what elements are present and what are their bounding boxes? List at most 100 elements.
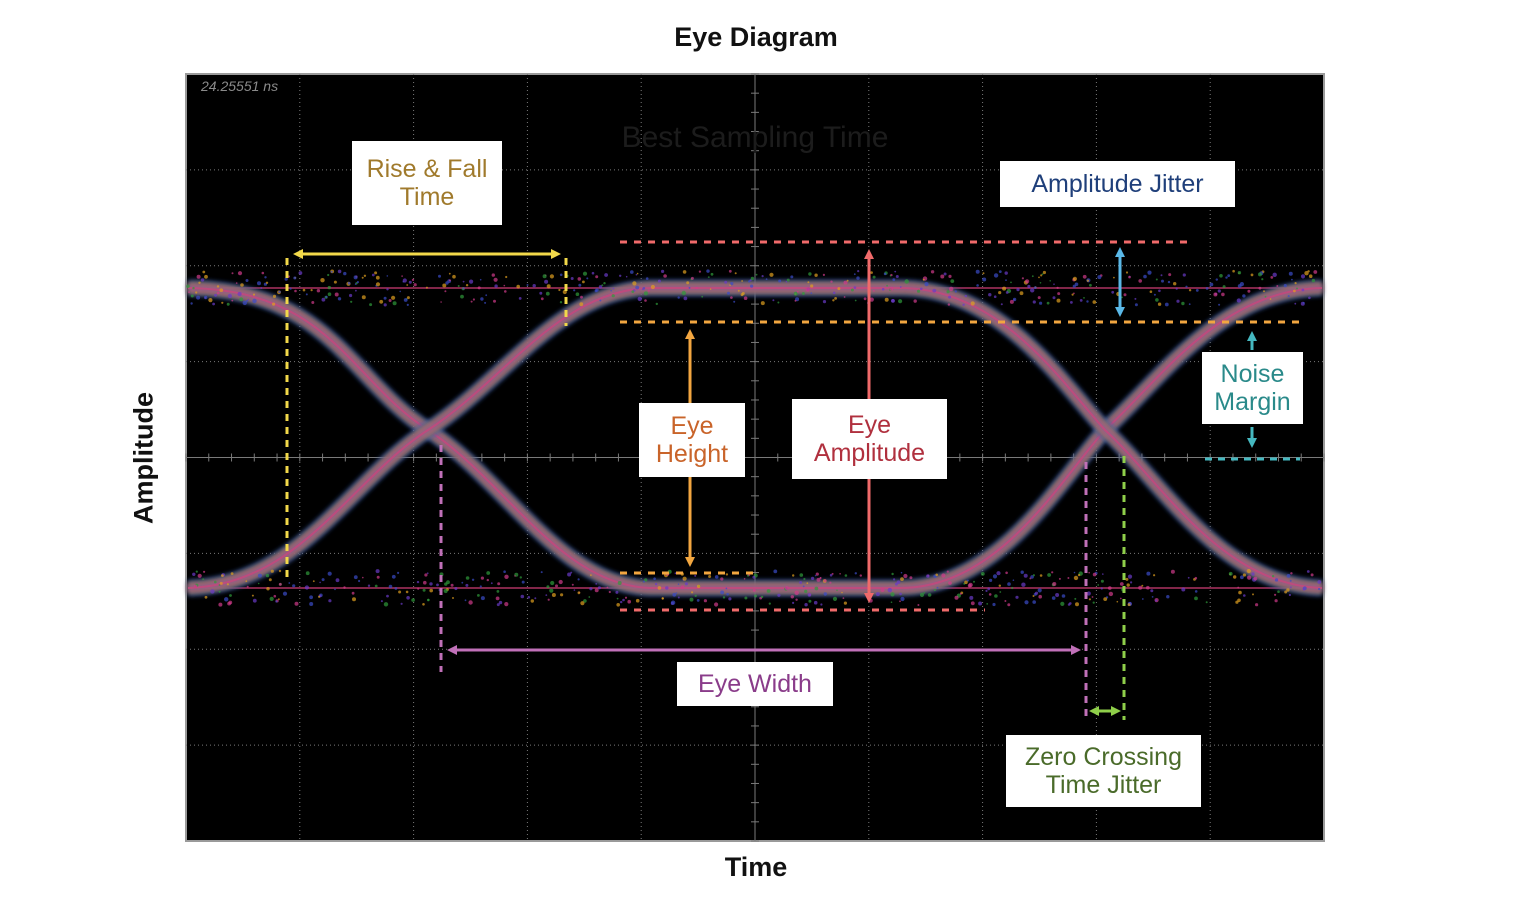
noise-speckle xyxy=(883,272,887,276)
noise-speckle xyxy=(1032,600,1036,604)
noise-speckle xyxy=(361,295,366,300)
noise-speckle xyxy=(190,302,193,305)
noise-speckle xyxy=(351,591,355,595)
noise-speckle xyxy=(857,270,860,273)
noise-speckle xyxy=(388,584,393,589)
eye-width-text: Eye Width xyxy=(698,670,812,698)
noise-speckle xyxy=(1002,286,1007,291)
noise-speckle xyxy=(653,577,656,580)
noise-speckle xyxy=(922,278,925,281)
noise-speckle xyxy=(670,600,676,605)
noise-speckle xyxy=(1052,582,1057,586)
noise-speckle xyxy=(577,277,582,281)
noise-speckle xyxy=(943,272,947,276)
noise-speckle xyxy=(967,583,972,588)
noise-speckle xyxy=(343,271,347,276)
noise-speckle xyxy=(1005,279,1007,281)
noise-speckle xyxy=(1209,282,1214,287)
noise-speckle xyxy=(854,572,857,575)
noise-speckle xyxy=(1294,302,1297,305)
noise-speckle xyxy=(1147,270,1152,275)
noise-speckle xyxy=(219,288,224,293)
noise-speckle xyxy=(946,570,949,573)
noise-speckle xyxy=(768,602,771,605)
noise-speckle xyxy=(1313,270,1318,274)
noise-speckle xyxy=(247,298,250,301)
noise-speckle xyxy=(850,288,854,292)
noise-speckle xyxy=(1079,299,1083,302)
amplitude-jitter-label: Amplitude Jitter xyxy=(1000,161,1235,207)
noise-speckle xyxy=(375,282,381,287)
noise-speckle xyxy=(245,580,248,583)
noise-speckle xyxy=(785,586,789,590)
noise-speckle xyxy=(992,574,998,579)
noise-speckle xyxy=(440,301,442,303)
noise-speckle xyxy=(570,277,574,280)
noise-speckle xyxy=(399,290,402,293)
noise-speckle xyxy=(1091,596,1094,598)
noise-speckle xyxy=(386,594,389,598)
noise-speckle xyxy=(1030,575,1034,579)
noise-speckle xyxy=(1222,285,1226,289)
noise-speckle xyxy=(661,597,664,600)
noise-speckle xyxy=(1243,594,1246,597)
noise-speckle xyxy=(252,598,257,603)
noise-speckle xyxy=(1154,599,1158,602)
noise-speckle xyxy=(260,287,263,289)
noise-speckle xyxy=(839,573,841,575)
noise-speckle xyxy=(460,294,464,299)
noise-speckle xyxy=(198,281,201,284)
noise-speckle xyxy=(741,280,743,282)
noise-speckle xyxy=(595,583,598,585)
noise-speckle xyxy=(1116,600,1119,603)
noise-speckle xyxy=(709,288,712,290)
noise-speckle xyxy=(544,279,549,284)
noise-speckle xyxy=(542,274,547,279)
noise-speckle xyxy=(655,302,658,306)
noise-speckle xyxy=(567,572,572,577)
noise-speckle xyxy=(1027,284,1031,289)
noise-speckle xyxy=(996,571,1001,576)
noise-speckle xyxy=(578,283,582,287)
noise-speckle xyxy=(992,602,996,607)
noise-speckle xyxy=(1296,287,1298,290)
noise-speckle xyxy=(733,300,736,303)
noise-speckle xyxy=(1119,582,1124,586)
noise-speckle xyxy=(595,275,599,279)
noise-speckle xyxy=(526,284,529,286)
noise-speckle xyxy=(1221,292,1225,297)
noise-speckle xyxy=(480,596,485,601)
noise-speckle xyxy=(193,584,198,589)
rise-fall-line1: Rise & Fall xyxy=(366,155,488,183)
noise-speckle xyxy=(202,578,205,581)
noise-speckle xyxy=(304,585,309,590)
noise-speckle xyxy=(737,289,740,292)
eye-traces xyxy=(186,269,1323,607)
noise-speckle xyxy=(559,273,563,277)
noise-speckle xyxy=(926,574,930,578)
noise-speckle xyxy=(696,584,701,589)
noise-speckle xyxy=(880,587,885,593)
noise-speckle xyxy=(1061,594,1066,598)
noise-speckle xyxy=(444,582,448,586)
noise-speckle xyxy=(282,591,288,596)
noise-speckle xyxy=(1004,600,1007,602)
noise-speckle xyxy=(710,272,714,276)
noise-speckle xyxy=(571,583,574,586)
noise-speckle xyxy=(959,592,962,595)
noise-speckle xyxy=(725,587,728,590)
noise-speckle xyxy=(590,574,592,576)
noise-speckle xyxy=(917,289,921,293)
noise-speckle xyxy=(1040,274,1043,277)
noise-speckle xyxy=(807,281,810,284)
noise-speckle xyxy=(970,601,975,606)
noise-speckle xyxy=(978,601,983,606)
zero-crossing-line1: Zero Crossing xyxy=(1025,743,1182,771)
noise-speckle xyxy=(657,279,661,283)
noise-speckle xyxy=(257,582,260,585)
noise-speckle xyxy=(1037,296,1041,300)
noise-speckle xyxy=(793,291,798,296)
noise-speckle xyxy=(216,285,220,288)
noise-speckle xyxy=(644,578,648,582)
noise-speckle xyxy=(520,594,525,599)
